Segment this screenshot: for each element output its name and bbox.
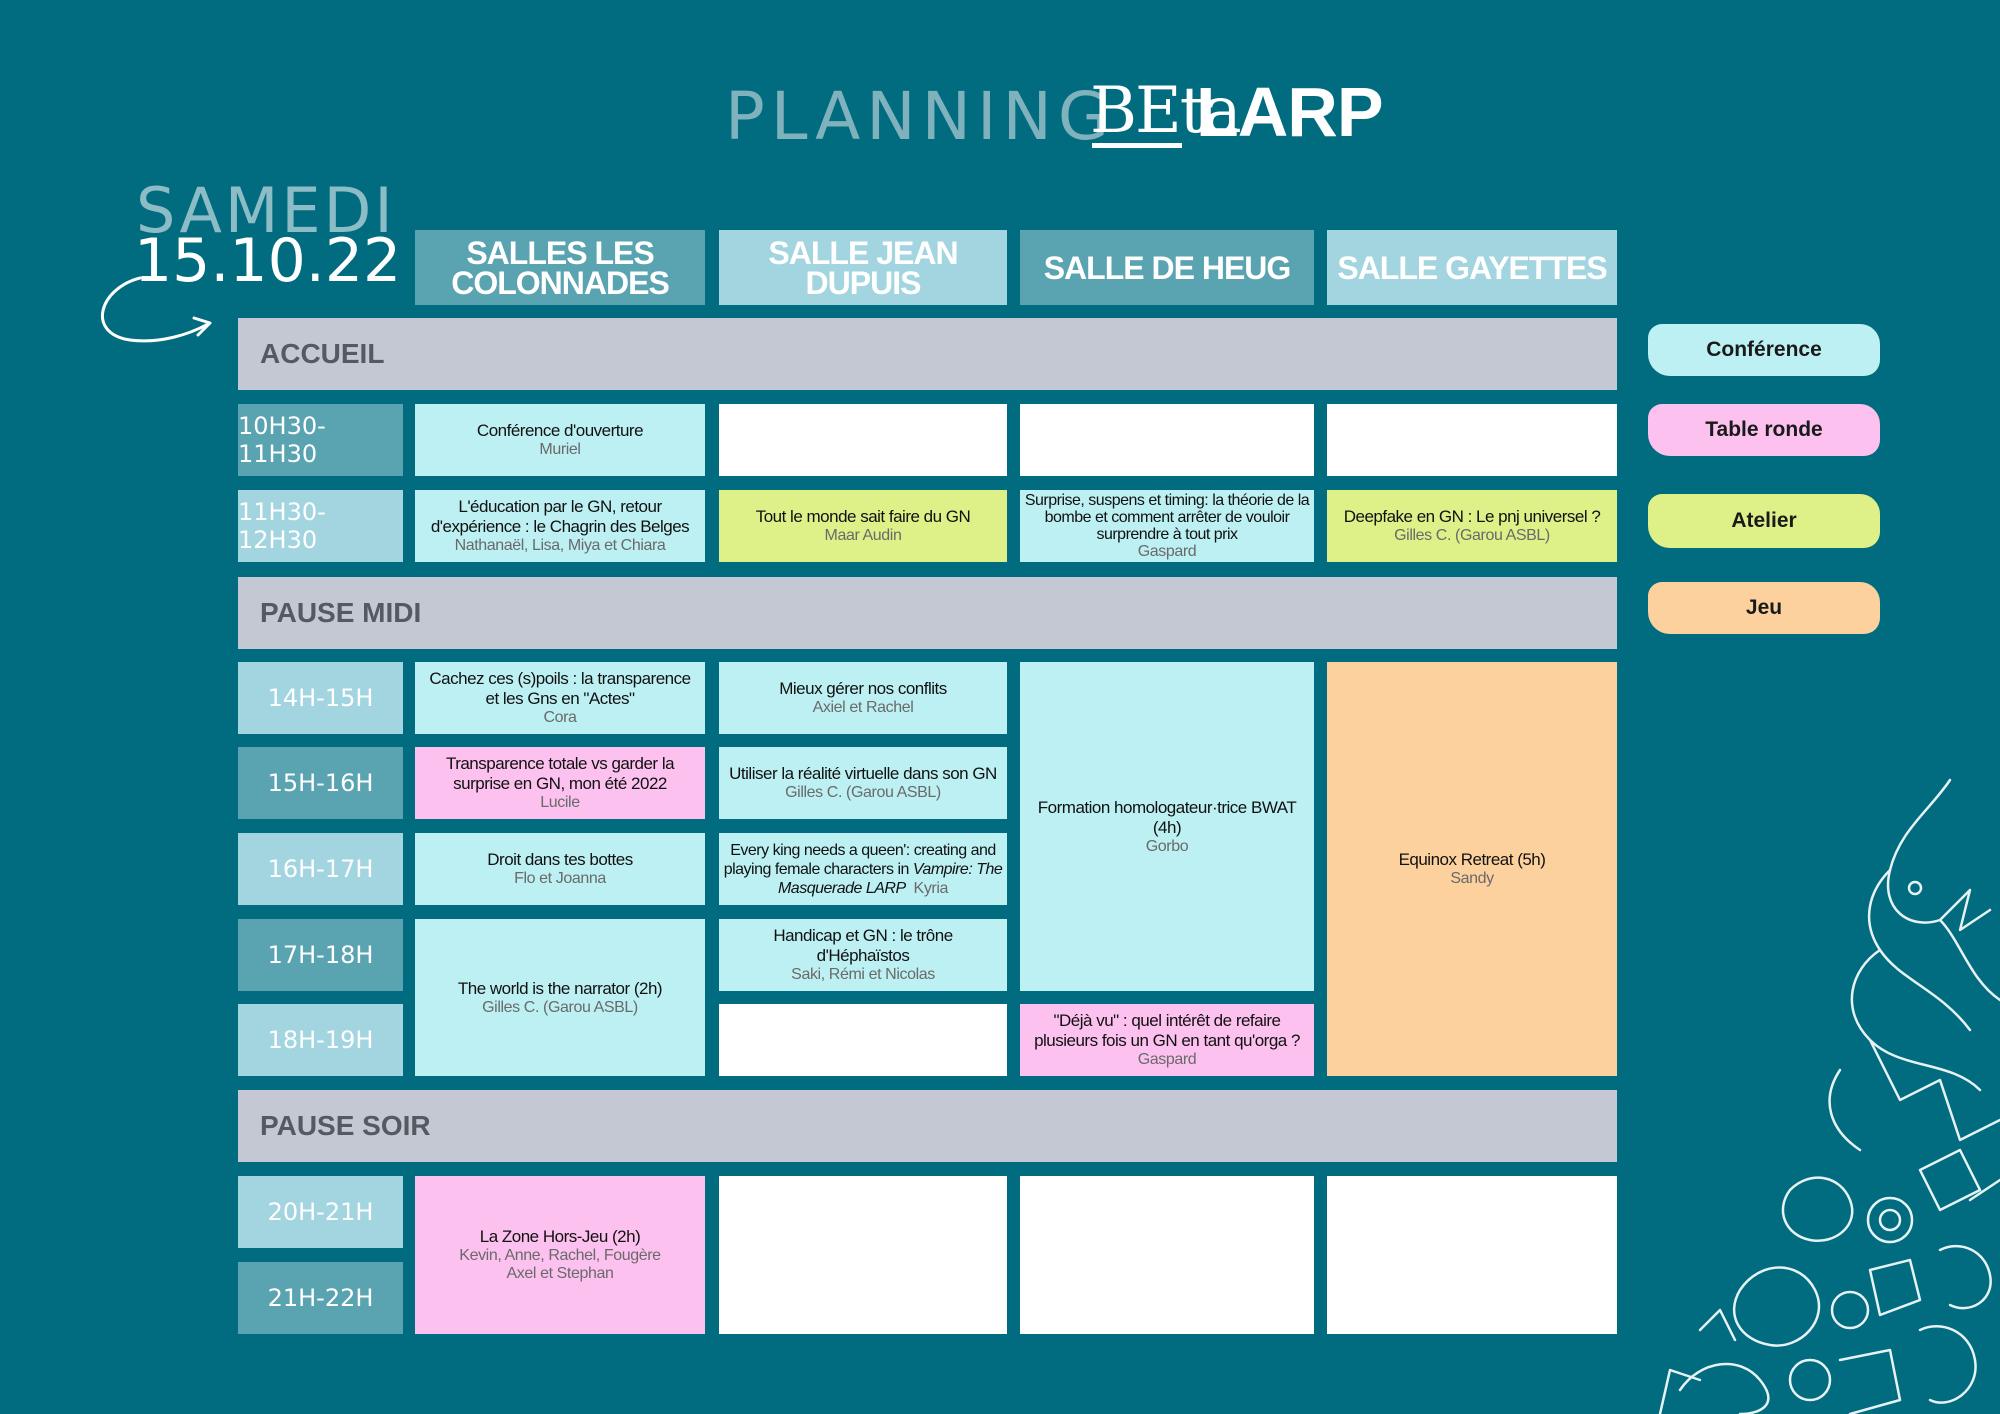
event-title: La Zone Hors-Jeu (2h) [479,1227,641,1246]
legend-conference: Conférence [1648,324,1880,376]
event-speakers: Gaspard [1137,1051,1197,1068]
event-speakers: Saki, Rémi et Nicolas [791,966,935,983]
band-accueil: ACCUEIL [238,318,1617,390]
event-cell: Surprise, suspens et timing: la théorie … [1020,490,1314,562]
event-speakers: Kevin, Anne, Rachel, Fougère [459,1247,661,1264]
event-title: Cachez ces (s)poils : la transparence et… [429,669,691,708]
event-cell: La Zone Hors-Jeu (2h) Kevin, Anne, Rache… [415,1176,705,1334]
time-slot: 21H-22H [238,1262,403,1334]
event-title: Deepfake en GN : Le pnj universel ? [1343,507,1601,526]
event-speakers: Axiel et Rachel [812,699,914,716]
event-title: Formation homologateur·trice BWAT (4h) [1037,797,1297,837]
event-speakers: Flo et Joanna [514,870,606,887]
event-title: Transparence totale vs garder la surpris… [445,754,675,793]
event-cell: Utiliser la réalité virtuelle dans son G… [719,747,1007,819]
event-title: Droit dans tes bottes [487,850,633,869]
title-larp: LARP [1196,73,1384,151]
day-date: 15.10.22 [134,226,402,296]
event-title-italic: Vampire: The Masquerade LARP [777,860,1003,897]
event-speakers: Kyria [913,879,949,897]
event-cell: Every king needs a queen': creating and … [719,833,1007,905]
room-header-gayettes: SALLE GAYETTES [1327,230,1617,305]
band-pause-midi: PAUSE MIDI [238,577,1617,649]
dragon-illustration [1658,778,2000,1414]
event-speakers: Sandy [1450,870,1494,887]
day-name: SAMEDI [136,174,396,247]
event-speakers: Axel et Stephan [506,1265,614,1282]
event-title: Equinox Retreat (5h) [1398,850,1546,869]
event-title: Utiliser la réalité virtuelle dans son G… [729,764,997,783]
event-cell: "Déjà vu" : quel intérêt de refaire plus… [1020,1004,1314,1076]
legend-atelier: Atelier [1648,494,1880,548]
event-speakers: Gaspard [1137,542,1197,560]
time-slot: 11H30-12H30 [238,490,403,562]
room-header-colonnades: SALLES LES COLONNADES [415,230,705,305]
empty-cell [719,404,1007,476]
event-title-text: Every king needs a queen': creating and … [723,841,997,878]
event-speakers: Gorbo [1145,837,1189,855]
event-title: Handicap et GN : le trône d'Héphaïstos [773,926,953,965]
event-speakers: Gilles C. (Garou ASBL) [482,998,638,1016]
event-cell: The world is the narrator (2h) Gilles C.… [415,919,705,1076]
time-slot: 14H-15H [238,662,403,734]
title-planning: PLANNING [725,78,1115,155]
event-speakers: Gilles C. (Garou ASBL) [1394,527,1550,544]
empty-cell [1020,1176,1314,1334]
empty-cell [1327,404,1617,476]
time-slot: 20H-21H [238,1176,403,1248]
time-slot: 10H30-11H30 [238,404,403,476]
time-slot: 15H-16H [238,747,403,819]
legend-table-ronde: Table ronde [1648,404,1880,456]
empty-cell [719,1004,1007,1076]
event-speakers: Gilles C. (Garou ASBL) [785,784,941,801]
event-title: Every king needs a queen': creating and … [723,841,1003,898]
event-title: The world is the narrator (2h) [457,978,663,998]
time-slot: 18H-19H [238,1004,403,1076]
event-cell: Formation homologateur·trice BWAT (4h) G… [1020,662,1314,991]
title-beta-underline [1092,143,1182,148]
event-title: L'éducation par le GN, retour d'expérien… [430,497,690,536]
event-speakers: Cora [543,709,577,726]
curved-arrow-icon [100,276,212,343]
time-slot: 16H-17H [238,833,403,905]
event-cell: L'éducation par le GN, retour d'expérien… [415,490,705,562]
event-title: "Déjà vu" : quel intérêt de refaire plus… [1034,1011,1300,1050]
event-speakers: Lucile [540,794,580,811]
empty-cell [719,1176,1007,1334]
event-title: Tout le monde sait faire du GN [755,507,971,526]
event-title: Surprise, suspens et timing: la théorie … [1024,491,1310,543]
event-title: Mieux gérer nos conflits [779,679,947,698]
event-cell: Conférence d'ouverture Muriel [415,404,705,476]
event-cell: Cachez ces (s)poils : la transparence et… [415,662,705,734]
event-title: Conférence d'ouverture [476,421,644,440]
event-cell: Droit dans tes bottes Flo et Joanna [415,833,705,905]
event-cell: Deepfake en GN : Le pnj universel ? Gill… [1327,490,1617,562]
room-header-jean-dupuis: SALLE JEAN DUPUIS [719,230,1007,305]
title-beta: BEta [1090,74,1242,148]
event-cell: Transparence totale vs garder la surpris… [415,747,705,819]
legend-jeu: Jeu [1648,582,1880,634]
event-speakers: Nathanaël, Lisa, Miya et Chiara [454,537,666,554]
event-cell: Tout le monde sait faire du GN Maar Audi… [719,490,1007,562]
empty-cell [1020,404,1314,476]
event-cell: Mieux gérer nos conflits Axiel et Rachel [719,662,1007,734]
empty-cell [1327,1176,1617,1334]
room-header-de-heug: SALLE DE HEUG [1020,230,1314,305]
event-cell: Equinox Retreat (5h) Sandy [1327,662,1617,1076]
time-slot: 17H-18H [238,919,403,991]
event-speakers: Muriel [539,441,581,458]
event-cell: Handicap et GN : le trône d'Héphaïstos S… [719,919,1007,991]
event-speakers: Maar Audin [824,527,902,544]
band-pause-soir: PAUSE SOIR [238,1090,1617,1162]
